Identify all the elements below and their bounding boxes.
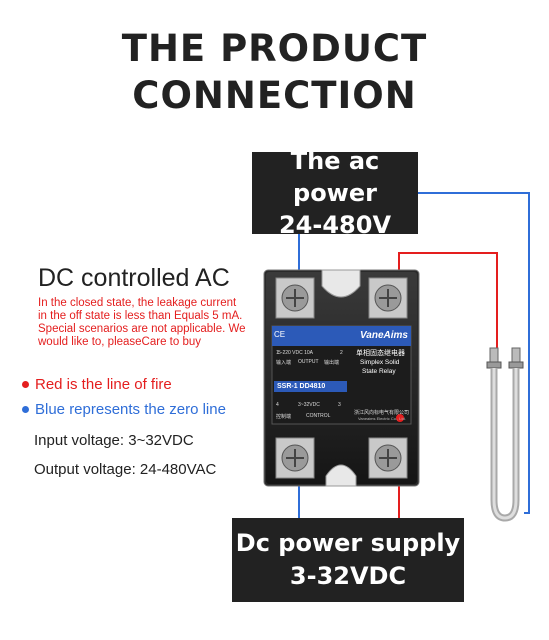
red-wire-relay-top <box>398 252 400 282</box>
legend-blue: Blue represents the zero line <box>22 401 226 418</box>
relay-control-label: CONTROL <box>306 413 331 419</box>
relay-company-cn: 浙江风向标电气有限公司 <box>354 410 410 416</box>
relay-rating: 5-220 VDC 10A <box>278 350 314 356</box>
relay-brand: VaneAims <box>360 330 408 341</box>
blue-wire-relay-top <box>298 234 300 274</box>
ac-power-label: The ac power <box>290 147 380 207</box>
heating-element-graphic <box>486 347 524 522</box>
relay-body-graphic <box>263 269 420 487</box>
info-title: DC controlled AC <box>38 264 230 292</box>
red-dot-icon <box>22 381 29 388</box>
legend-red-text: Red is the line of fire <box>35 376 172 393</box>
ac-power-box: The ac power 24-480V <box>252 147 418 239</box>
relay-terminal-1: 1 <box>276 350 279 356</box>
ce-mark: CE <box>274 330 286 339</box>
dc-power-voltage: 3-32VDC <box>289 562 407 590</box>
relay-output-label: OUTPUT <box>298 359 319 365</box>
blue-wire-top <box>418 192 530 194</box>
legend-red: Red is the line of fire <box>22 376 172 393</box>
relay-output-cn: 输出端 <box>324 360 340 366</box>
red-wire-down <box>496 252 498 352</box>
red-wire-relay-bottom <box>398 484 400 520</box>
relay-terminal-2: 2 <box>340 350 343 356</box>
heading-line-2: CONNECTION <box>132 74 417 117</box>
relay-name-line2: State Relay <box>362 368 396 375</box>
relay-terminal-3: 3 <box>338 402 341 408</box>
red-wire-top <box>398 252 498 254</box>
ac-power-voltage: 24-480V <box>278 211 392 239</box>
heading-line-1: THE PRODUCT <box>121 27 428 70</box>
relay-terminal-4: 4 <box>276 402 279 408</box>
blue-wire-relay-bottom <box>298 484 300 520</box>
relay-name-line1: Simplex Solid <box>360 359 400 366</box>
relay-control-range: 3~32VDC <box>298 402 320 408</box>
blue-wire-end <box>524 512 530 514</box>
relay-company-en: Vaneaims Electric Co., Ltd. <box>358 416 406 421</box>
info-note: In the closed state, the leakage current… <box>38 297 246 348</box>
legend-blue-text: Blue represents the zero line <box>35 401 226 418</box>
input-voltage: Input voltage: 3~32VDC <box>34 432 194 449</box>
relay-model: SSR-1 DD4810 <box>274 381 347 392</box>
relay-input-cn: 输入端 <box>276 360 292 366</box>
dc-power-box: Dc power supply 3-32VDC <box>232 518 464 602</box>
heating-element <box>482 340 530 526</box>
output-voltage: Output voltage: 24-480VAC <box>34 461 217 478</box>
solid-state-relay: CE VaneAims 5-220 VDC 10A 单相固态继电器 输入端 OU… <box>260 268 423 488</box>
relay-chinese-name: 单相固态继电器 <box>356 350 405 357</box>
blue-wire-right <box>528 192 530 514</box>
relay-control-cn: 控制端 <box>276 414 292 420</box>
dc-power-label: Dc power supply <box>235 529 461 557</box>
blue-dot-icon <box>22 406 29 413</box>
